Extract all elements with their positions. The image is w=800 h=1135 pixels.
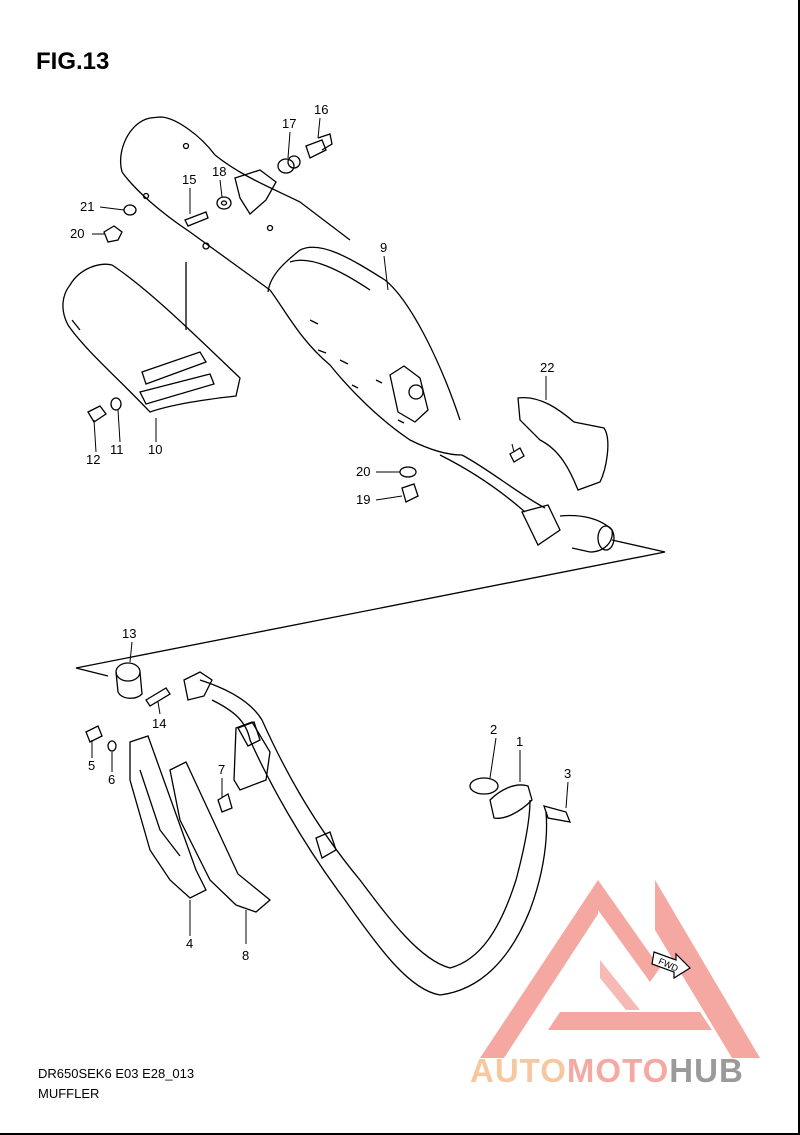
callout-9: 9	[380, 240, 387, 255]
callout-17: 17	[282, 116, 296, 131]
callout-labels: 16 17 18 15 21 20 9 22 11 12 10 20 19 13…	[70, 102, 571, 963]
watermark-part-auto: AUTO	[470, 1052, 567, 1089]
callout-20-upper: 21	[80, 199, 94, 214]
callout-13: 13	[122, 626, 136, 641]
callout-6: 6	[108, 772, 115, 787]
callout-7: 7	[218, 762, 225, 777]
watermark-part-hub: HUB	[669, 1052, 744, 1089]
muffler-body	[120, 116, 615, 553]
lower-heat-shields	[85, 721, 272, 913]
callout-1: 1	[516, 734, 523, 749]
callout-18: 18	[212, 164, 226, 179]
figure-code: DR650SEK6 E03 E28_013	[38, 1066, 195, 1081]
callout-19-upper: 20	[70, 226, 84, 241]
callout-3: 3	[564, 766, 571, 781]
callout-4: 4	[186, 936, 193, 951]
watermark-part-moto: MOTO	[566, 1052, 670, 1089]
callout-2: 2	[490, 722, 497, 737]
callout-16: 16	[314, 102, 328, 117]
callout-8: 8	[242, 948, 249, 963]
callout-11: 11	[110, 442, 124, 457]
assembly-leader-lines	[75, 262, 666, 677]
callout-5: 5	[88, 758, 95, 773]
callout-20-lower: 20	[356, 464, 370, 479]
watermark-logo	[480, 880, 760, 1058]
callout-21: 22	[540, 360, 554, 375]
upper-hardware	[87, 133, 609, 503]
callout-10: 10	[148, 442, 162, 457]
figure-name: MUFFLER	[38, 1086, 100, 1101]
callout-15: 15	[182, 172, 196, 187]
callout-19-lower: 19	[356, 492, 370, 507]
callout-14: 14	[152, 716, 166, 731]
figure-title: FIG.13	[36, 48, 110, 75]
callout-leaders	[91, 117, 569, 944]
watermark-text: AUTOMOTOHUB	[470, 1052, 744, 1090]
fwd-arrow: FWD	[651, 951, 691, 980]
heat-shield	[62, 263, 241, 413]
callout-12: 12	[86, 452, 100, 467]
exhaust-pipe	[115, 662, 572, 996]
